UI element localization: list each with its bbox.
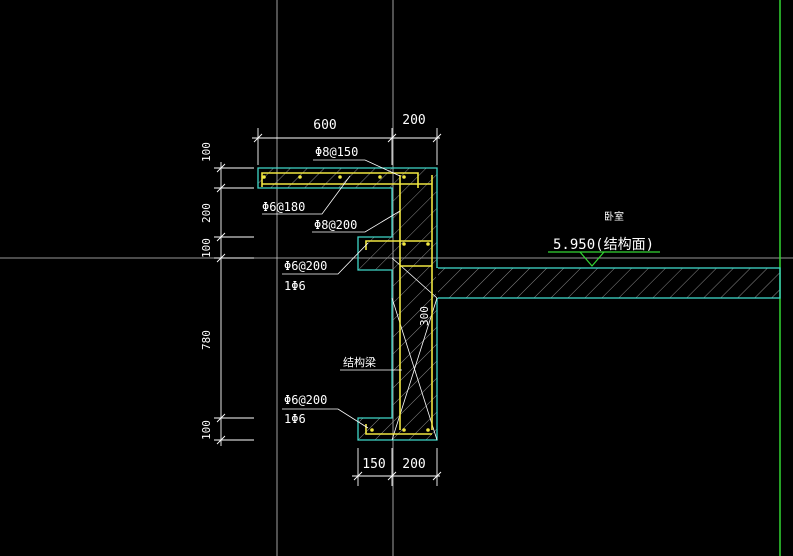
label-upper-hook-sub: 1Φ6 (284, 279, 306, 293)
rebar-dots (262, 175, 430, 432)
dim-text-600: 600 (313, 118, 336, 133)
dim-text-780: 780 (200, 330, 213, 350)
rebar-upper-hook-bar (365, 240, 432, 250)
leader-rebar-mid (312, 210, 401, 233)
dim-text-200: 200 (200, 203, 213, 223)
leader-rebar-top (313, 159, 401, 177)
elevation-marker (548, 251, 660, 267)
label-stirrup-top: Φ6@180 (262, 200, 305, 214)
dim-text-200-top: 200 (402, 113, 425, 128)
label-structural-beam: 结构梁 (343, 355, 376, 369)
label-upper-hook: Φ6@200 (284, 259, 327, 273)
rebar-top-bar (261, 172, 419, 188)
label-room-name: 卧室 (604, 210, 624, 223)
dimension-lines (214, 128, 442, 486)
label-elevation: 5.950(结构面) (553, 237, 654, 253)
dim-text-200-bottom: 200 (402, 457, 425, 472)
annotation-texts: Φ8@150 Φ6@180 Φ8@200 Φ6@200 1Φ6 结构梁 Φ6@2… (262, 145, 654, 426)
dim-text-100-a: 100 (200, 142, 213, 162)
concrete-section (257, 167, 781, 441)
label-lower-hook-sub: 1Φ6 (284, 412, 306, 426)
dim-text-100-b: 100 (200, 238, 213, 258)
dim-text-wall-300: 300 (418, 306, 431, 326)
leader-upper-hook (282, 242, 369, 275)
elevation-triangle (579, 251, 605, 267)
leader-stirrup-top (262, 175, 351, 215)
dim-text-100-c: 100 (200, 420, 213, 440)
rebar (261, 172, 433, 435)
label-rebar-top: Φ8@150 (315, 145, 358, 159)
leader-lower-hook (282, 408, 369, 429)
label-rebar-mid: Φ8@200 (314, 218, 357, 232)
label-lower-hook: Φ6@200 (284, 393, 327, 407)
leader-lines (262, 159, 402, 429)
rebar-lower-hook-bar (365, 424, 432, 435)
floor-slab-fill (436, 267, 781, 299)
dimension-texts: 600 200 150 200 100 200 100 780 100 300 (200, 113, 431, 472)
dim-text-150: 150 (362, 457, 385, 472)
